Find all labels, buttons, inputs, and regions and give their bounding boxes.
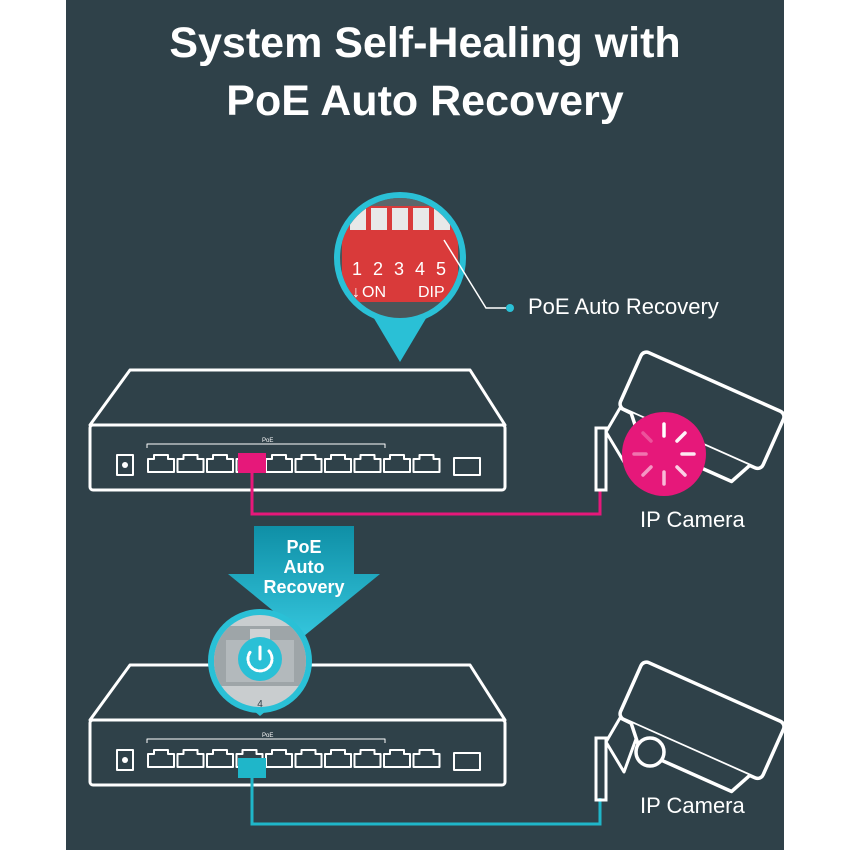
- dip-number: 5: [436, 259, 446, 279]
- ethernet-port-icon: [265, 454, 293, 473]
- ethernet-port-icon: [294, 454, 323, 473]
- port-zoom-callout: 4: [208, 609, 312, 716]
- ethernet-port-icon: [324, 454, 352, 473]
- ethernet-port-icon: [147, 749, 175, 768]
- recovered-port-4: [238, 758, 266, 778]
- ethernet-port-icon: [383, 749, 411, 768]
- ethernet-port-icon: [176, 454, 205, 473]
- cable-recovered: [250, 778, 602, 826]
- ethernet-port-icon: [176, 749, 205, 768]
- title-line-2: PoE Auto Recovery: [226, 77, 624, 125]
- dip-on-label: ON: [362, 284, 386, 301]
- ethernet-port-icon: [265, 749, 293, 768]
- arrow-text-line-3: Recovery: [263, 577, 344, 597]
- dip-switch-callout: 1 2 3 4 5 ↓ ON DIP: [334, 192, 514, 362]
- dip-toggle-2: [371, 208, 387, 230]
- port-number-label: 4: [257, 699, 263, 710]
- camera-lens-icon: [634, 736, 666, 768]
- ethernet-port-icon: [383, 454, 411, 473]
- ethernet-port-icon: [294, 749, 323, 768]
- dip-number: 3: [394, 259, 404, 279]
- ethernet-port-icon: [412, 749, 441, 768]
- dip-dip-label: DIP: [418, 284, 445, 301]
- switch-bottom: [88, 663, 507, 787]
- ethernet-port-icon: [353, 749, 382, 768]
- switch-top: [88, 368, 507, 492]
- recovery-arrow: PoE Auto Recovery: [228, 526, 380, 636]
- ethernet-port-icon: [324, 749, 352, 768]
- ethernet-port-icon: [412, 454, 441, 473]
- ethernet-port-icon: [147, 454, 175, 473]
- callout-pointer: [372, 315, 428, 362]
- poe-auto-recovery-callout-label: PoE Auto Recovery: [528, 294, 719, 319]
- arrow-text-line-2: Auto: [284, 557, 325, 577]
- dip-number: 1: [352, 259, 362, 279]
- camera-bottom: [594, 660, 786, 802]
- ethernet-port-icon: [206, 454, 234, 473]
- title-line-1: System Self-Healing with: [169, 19, 681, 67]
- faulted-port-4: [238, 453, 266, 473]
- callout-leader-line: [443, 239, 506, 309]
- cable-fault: [250, 473, 602, 516]
- port-group-label: PoE: [262, 733, 273, 739]
- ip-camera-label-bottom: IP Camera: [640, 793, 745, 818]
- ethernet-port-icon: [353, 454, 382, 473]
- arrow-text-line-1: PoE: [286, 537, 321, 557]
- arrow-down-icon: ↓: [352, 284, 360, 301]
- dip-toggle-3: [392, 208, 408, 230]
- dip-toggle-4: [413, 208, 429, 230]
- dip-number: 4: [415, 259, 425, 279]
- ethernet-port-icon: [206, 749, 234, 768]
- ip-camera-label-top: IP Camera: [640, 507, 745, 532]
- callout-dot: [506, 304, 514, 312]
- page-title: System Self-Healing with PoE Auto Recove…: [66, 14, 784, 130]
- port-group-label: PoE: [262, 438, 273, 444]
- camera-top: [594, 350, 786, 496]
- dip-number: 2: [373, 259, 383, 279]
